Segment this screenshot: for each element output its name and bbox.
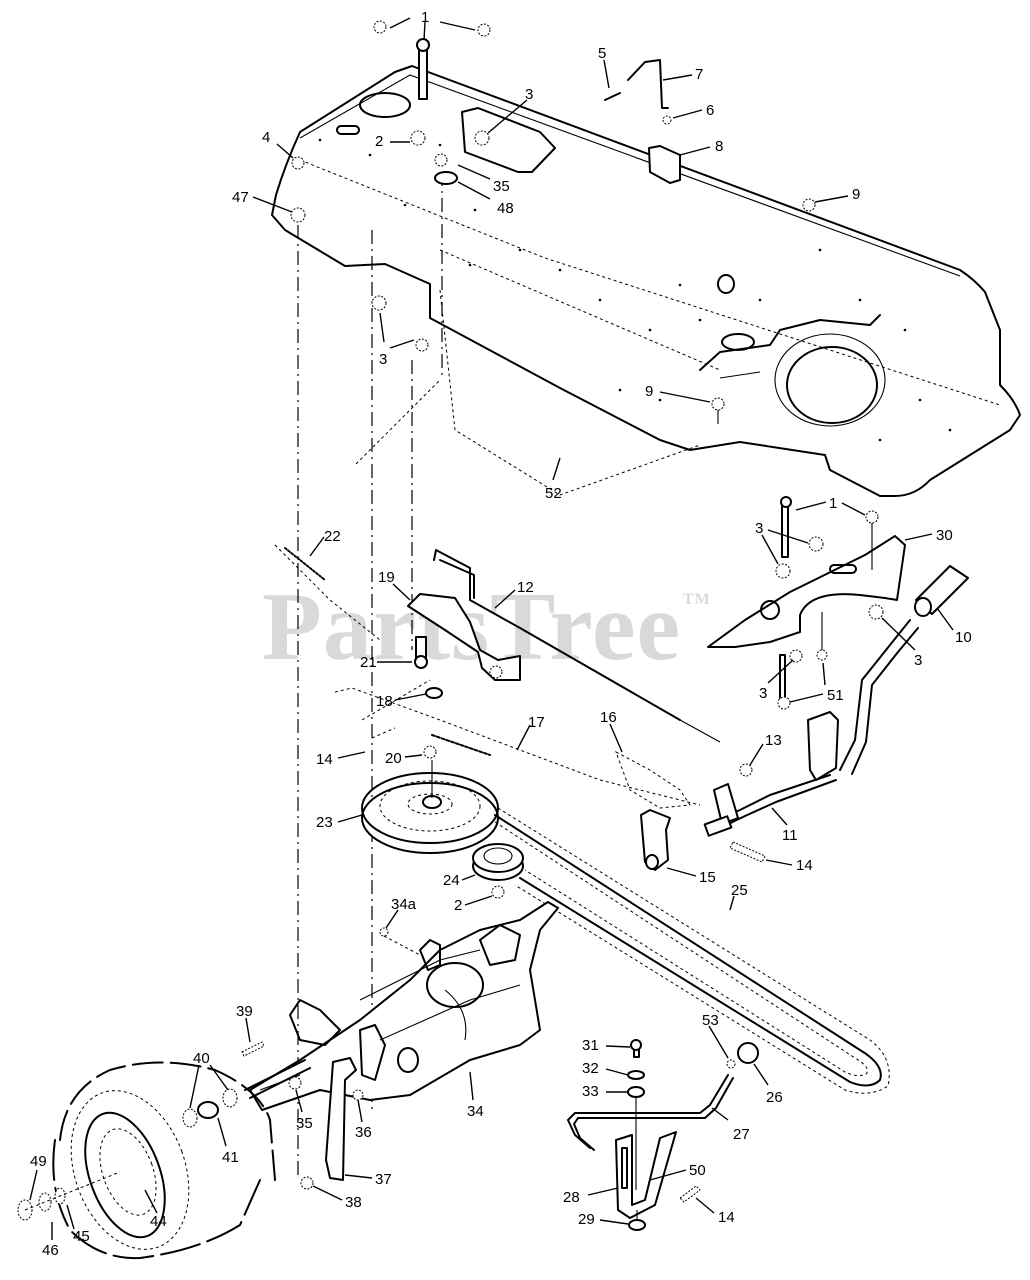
callout-part-14[interactable]: 14 [796,857,813,874]
callout-part-35[interactable]: 35 [493,178,510,195]
callout-part-18[interactable]: 18 [376,693,393,710]
rod-part-7[interactable] [604,59,672,125]
callout-part-13[interactable]: 13 [765,732,782,749]
callout-part-8[interactable]: 8 [715,138,724,155]
brake-rod-part-27[interactable] [567,1039,759,1231]
callout-part-1[interactable]: 1 [421,9,430,26]
callout-part-36[interactable]: 36 [355,1124,372,1141]
callout-part-34a[interactable]: 34a [391,896,417,913]
callout-leader-lines [29,17,954,1240]
callout-part-3[interactable]: 3 [525,86,534,103]
callout-part-3[interactable]: 3 [914,652,923,669]
bracket-part-37[interactable] [288,1057,364,1190]
callout-part-45[interactable]: 45 [73,1228,90,1245]
frame-deck-part-52[interactable] [271,65,1021,497]
idler-pulley-part-24[interactable] [472,843,524,899]
callout-part-19[interactable]: 19 [378,569,395,586]
callout-part-23[interactable]: 23 [316,814,333,831]
callout-part-5[interactable]: 5 [598,45,607,62]
callout-part-4[interactable]: 4 [262,129,271,146]
callout-part-51[interactable]: 51 [827,687,844,704]
callout-part-10[interactable]: 10 [955,629,972,646]
callout-part-9[interactable]: 9 [852,186,861,203]
callout-part-15[interactable]: 15 [699,869,716,886]
callout-part-33[interactable]: 33 [582,1083,599,1100]
callout-part-47[interactable]: 47 [232,189,249,206]
shift-lever-part-11[interactable] [703,619,919,863]
callout-part-2[interactable]: 2 [375,133,384,150]
callout-part-2[interactable]: 2 [454,897,463,914]
callout-part-38[interactable]: 38 [345,1194,362,1211]
callout-part-31[interactable]: 31 [582,1037,599,1054]
top-hardware[interactable] [290,20,816,424]
callout-part-48[interactable]: 48 [497,200,514,217]
pulley-part-23[interactable] [361,760,499,854]
callout-part-32[interactable]: 32 [582,1060,599,1077]
callout-part-22[interactable]: 22 [324,528,341,545]
callout-part-3[interactable]: 3 [759,685,768,702]
callout-part-28[interactable]: 28 [563,1189,580,1206]
callout-part-16[interactable]: 16 [600,709,617,726]
lift-plate-part-30[interactable] [707,496,969,710]
callout-part-52[interactable]: 52 [545,485,562,502]
callout-part-30[interactable]: 30 [936,527,953,544]
callout-part-17[interactable]: 17 [528,714,545,731]
callout-part-21[interactable]: 21 [360,654,377,671]
bracket-part-15[interactable] [640,809,671,871]
callout-part-25[interactable]: 25 [731,882,748,899]
callout-part-12[interactable]: 12 [517,579,534,596]
idler-linkage[interactable] [274,544,721,809]
callout-part-3[interactable]: 3 [379,351,388,368]
rear-wheel-part-44[interactable] [17,1041,311,1266]
transaxle-part-34[interactable] [249,901,559,1111]
callout-part-41[interactable]: 41 [222,1149,239,1166]
callout-part-14[interactable]: 14 [316,751,333,768]
callout-part-39[interactable]: 39 [236,1003,253,1020]
callout-part-11[interactable]: 11 [782,827,798,844]
callout-part-26[interactable]: 26 [766,1089,783,1106]
callout-part-9[interactable]: 9 [645,383,654,400]
callout-part-29[interactable]: 29 [578,1211,595,1228]
callout-part-37[interactable]: 37 [375,1171,392,1188]
callout-part-6[interactable]: 6 [706,102,715,119]
callout-part-1[interactable]: 1 [829,495,838,512]
callout-part-3[interactable]: 3 [755,520,764,537]
callout-part-35[interactable]: 35 [296,1115,313,1132]
callout-part-20[interactable]: 20 [385,750,402,767]
callout-part-53[interactable]: 53 [702,1012,719,1029]
callout-part-34[interactable]: 34 [467,1103,484,1120]
callout-part-7[interactable]: 7 [695,66,704,83]
callout-part-50[interactable]: 50 [689,1162,706,1179]
callout-part-44[interactable]: 44 [150,1213,167,1230]
callout-part-40[interactable]: 40 [193,1050,210,1067]
callout-part-24[interactable]: 24 [443,872,460,889]
drive-belt-part-25[interactable] [494,807,890,1094]
callout-part-14[interactable]: 14 [718,1209,735,1226]
callout-part-27[interactable]: 27 [733,1126,750,1143]
callout-part-49[interactable]: 49 [30,1153,47,1170]
callout-part-46[interactable]: 46 [42,1242,59,1259]
